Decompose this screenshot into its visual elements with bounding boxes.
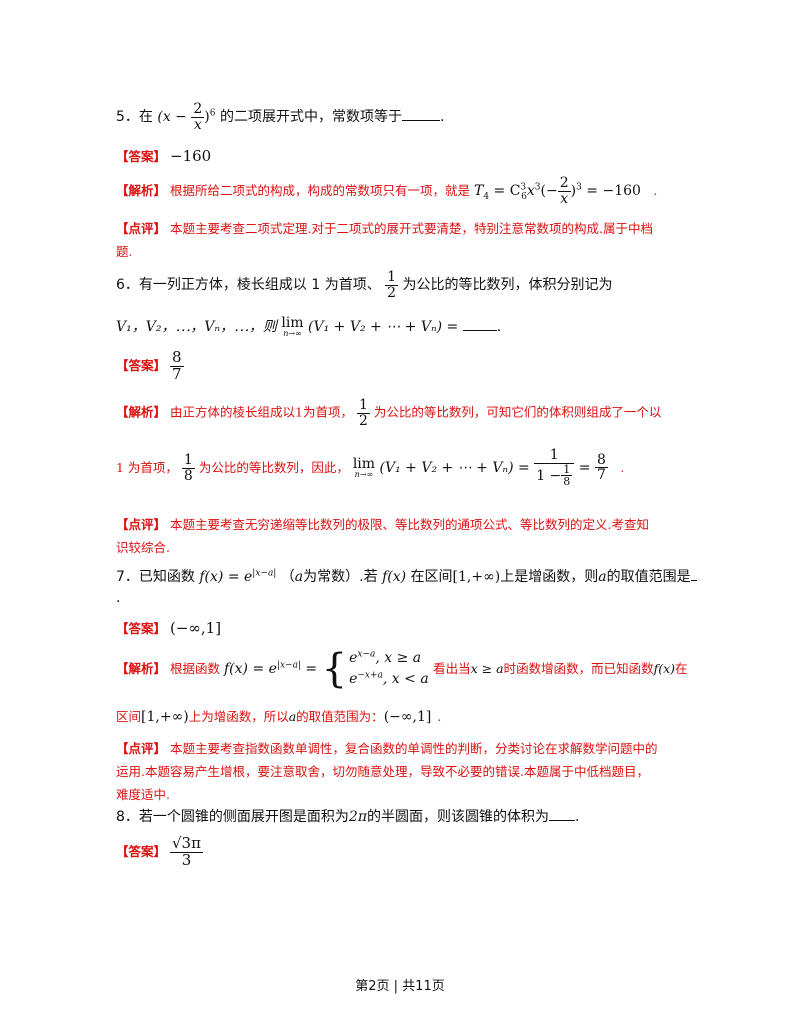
comment-5-line2: 题. bbox=[116, 244, 133, 259]
answer-value: −160 bbox=[170, 147, 212, 165]
limit: lim n→∞ bbox=[281, 315, 304, 338]
answer-blank bbox=[549, 808, 576, 821]
page-footer: 第2页 | 共11页 bbox=[355, 979, 445, 994]
comment-tag: 【点评】 bbox=[116, 517, 167, 532]
question-7: 7．已知函数 f(x) = e|x−a| （a为常数）.若 f(x) 在区间[1… bbox=[116, 566, 697, 586]
question-text: 的二项展开式中，常数项等于 bbox=[219, 109, 402, 126]
comment-5: 【点评】 本题主要考查二项式定理.对于二项式的展开式要清楚，特别注意常数项的构成… bbox=[116, 218, 653, 237]
answer-5: 【答案】 −160 bbox=[116, 146, 211, 165]
analysis-5: 【解析】 根据所给二项式的构成，构成的常数项只有一项，就是 T4 = C36x3… bbox=[116, 175, 658, 207]
expression: ) bbox=[204, 109, 210, 126]
punctuation: . bbox=[439, 109, 445, 126]
question-6-line2: V₁，V₂，⋯，Vₙ，⋯，则 lim n→∞ (V₁ + V₂ + ⋯ + Vₙ… bbox=[116, 315, 502, 338]
answer-tag: 【答案】 bbox=[116, 843, 167, 859]
analysis-tag: 【解析】 bbox=[116, 404, 167, 420]
analysis-tag: 【解析】 bbox=[116, 183, 167, 199]
answer-tag: 【答案】 bbox=[116, 621, 167, 636]
expression: (x − bbox=[157, 109, 187, 126]
answer-tag: 【答案】 bbox=[116, 357, 167, 373]
answer-blank bbox=[462, 318, 497, 331]
numerator: 2 bbox=[191, 101, 205, 118]
analysis-text: 根据所给二项式的构成，构成的常数项只有一项，就是 bbox=[170, 183, 471, 199]
answer-7: 【答案】 (−∞,1] bbox=[116, 618, 221, 637]
comment-tag: 【点评】 bbox=[116, 741, 167, 756]
answer-blank bbox=[690, 568, 697, 581]
question-number: 5．在 bbox=[116, 109, 153, 126]
analysis-7: 【解析】 根据函数 f(x) = e|x−a| = { ex−a, x ≥ a … bbox=[116, 646, 688, 692]
analysis-tag: 【解析】 bbox=[116, 661, 167, 676]
answer-blank bbox=[401, 108, 440, 122]
piecewise-formula: f(x) = e|x−a| = { ex−a, x ≥ a e−x+a, x <… bbox=[224, 646, 429, 692]
comment-6-line2: 识较综合. bbox=[116, 540, 170, 555]
comment-7-line2: 运用.本题容易产生增根，要注意取舍，切勿随意处理，导致不必要的错误.本题属于中低… bbox=[116, 764, 649, 779]
answer-value: (−∞,1] bbox=[170, 619, 222, 637]
denominator: x bbox=[193, 116, 202, 133]
exponent: 6 bbox=[209, 108, 216, 119]
brace: { bbox=[321, 646, 348, 692]
comment-tag: 【点评】 bbox=[116, 221, 167, 236]
question-7-line2: . bbox=[116, 590, 121, 606]
question-8: 8．若一个圆锥的侧面展开图是面积为2π的半圆面，则该圆锥的体积为. bbox=[116, 808, 580, 825]
comment-7: 【点评】 本题主要考查指数函数单调性，复合函数的单调性的判断，分类讨论在求解数学… bbox=[116, 741, 658, 756]
analysis-7-line2: 区间[1,+∞)上为增函数，所以a的取值范围为：(−∞,1]. bbox=[116, 709, 442, 725]
comment-7-line3: 难度适中. bbox=[116, 787, 170, 802]
comment-6: 【点评】 本题主要考查无穷递缩等比数列的极限、等比数列的通项公式、等比数列的定义… bbox=[116, 517, 649, 532]
answer-tag: 【答案】 bbox=[116, 149, 167, 164]
cases: ex−a, x ≥ a e−x+a, x < a bbox=[349, 649, 429, 687]
comment-text: 本题主要考查二项式定理.对于二项式的展开式要清楚，特别注意常数项的构成.属于中档 bbox=[170, 221, 653, 236]
